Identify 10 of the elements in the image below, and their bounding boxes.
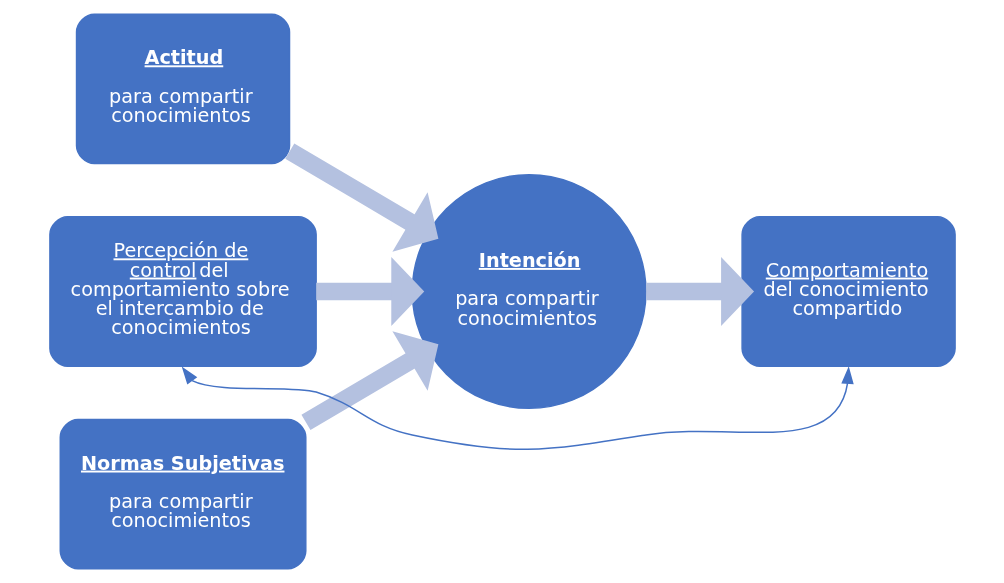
- arrow: [645, 256, 754, 327]
- arrow: [315, 256, 424, 327]
- node-box: Comportamiento del conocimiento compartido: [740, 216, 956, 367]
- arrow: [181, 366, 854, 450]
- arrow: [284, 143, 438, 252]
- node-box: Normas Subjetivas para compartir conocimientos: [59, 418, 307, 570]
- node-circle: Intención para compartir conocimientos: [411, 173, 647, 410]
- node-box: Percepción de controldel comportamiento sobre el intercambio de conocimientos: [48, 216, 317, 367]
- arrow: [300, 331, 438, 431]
- node-box: Actitud para compartir conocimientos: [75, 13, 290, 165]
